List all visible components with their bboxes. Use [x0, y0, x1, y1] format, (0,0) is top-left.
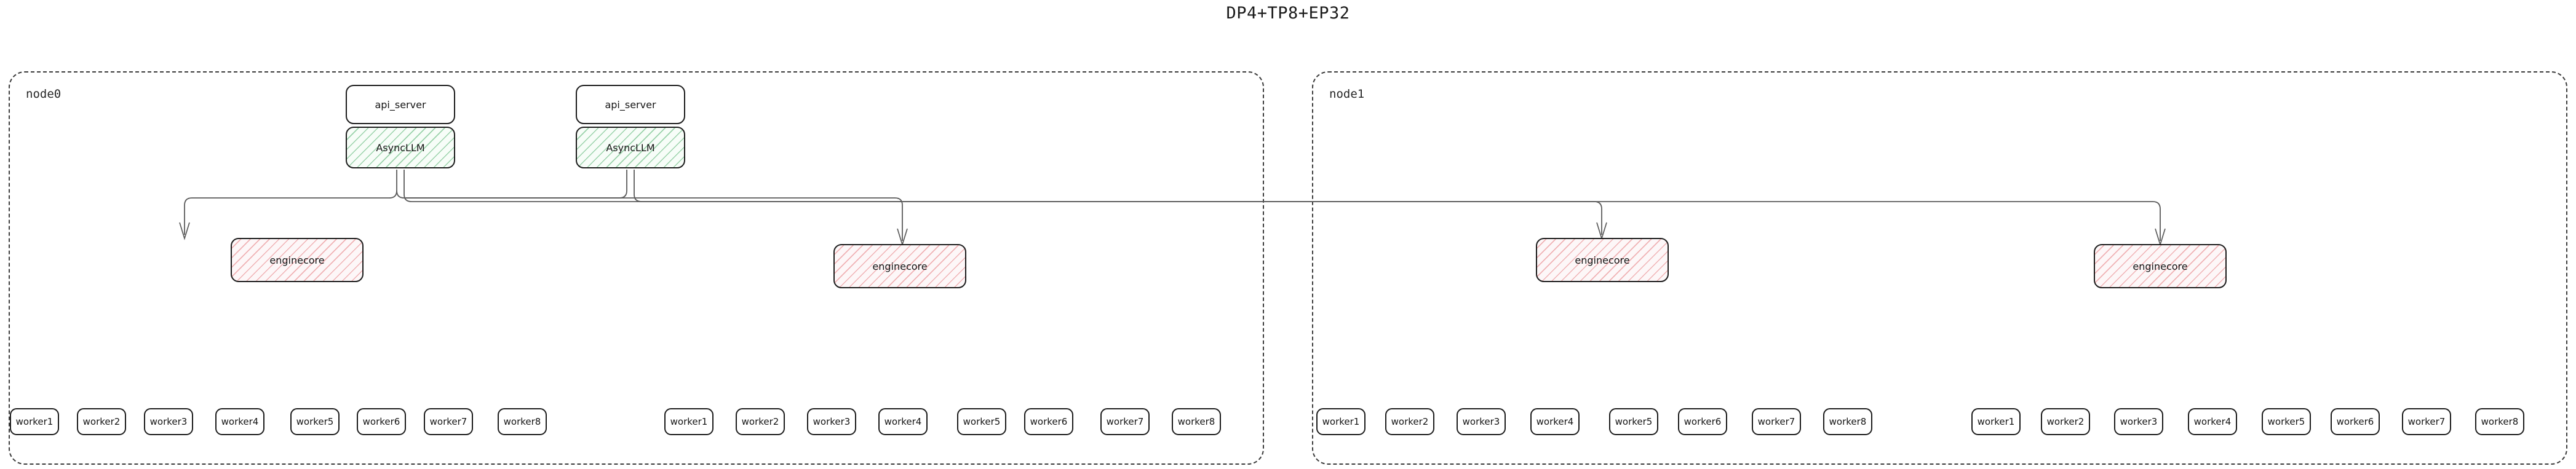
page-title: DP4+TP8+EP32 — [1226, 4, 1350, 23]
worker-label: worker8 — [503, 416, 541, 427]
worker-label: worker6 — [1030, 416, 1068, 427]
worker-label: worker8 — [1829, 416, 1867, 427]
worker-box[interactable]: worker8 — [498, 408, 547, 435]
worker-box[interactable]: worker4 — [1530, 408, 1580, 435]
worker-label: worker5 — [1615, 416, 1653, 427]
worker-label: worker1 — [15, 416, 54, 427]
worker-label: worker2 — [741, 416, 779, 427]
worker-box[interactable]: worker4 — [2188, 408, 2237, 435]
asyncllm-label-2: AsyncLLM — [606, 141, 655, 154]
worker-label: worker1 — [670, 416, 708, 427]
worker-label: worker5 — [963, 416, 1001, 427]
worker-box[interactable]: worker6 — [2331, 408, 2380, 435]
worker-box[interactable]: worker8 — [2475, 408, 2524, 435]
worker-box[interactable]: worker4 — [215, 408, 264, 435]
worker-box[interactable]: worker2 — [77, 408, 126, 435]
worker-label: worker2 — [1391, 416, 1429, 427]
worker-box[interactable]: worker1 — [664, 408, 714, 435]
worker-label: worker4 — [1536, 416, 1574, 427]
worker-label: worker7 — [1106, 416, 1144, 427]
api-server-label-1: api_server — [375, 98, 426, 111]
worker-box[interactable]: worker7 — [2402, 408, 2451, 435]
worker-label: worker3 — [813, 416, 851, 427]
worker-box[interactable]: worker7 — [1100, 408, 1150, 435]
api-server-box-1[interactable]: api_server — [346, 85, 455, 124]
worker-box[interactable]: worker8 — [1172, 408, 1221, 435]
worker-box[interactable]: worker3 — [1457, 408, 1506, 435]
worker-box[interactable]: worker7 — [1752, 408, 1801, 435]
worker-box[interactable]: worker2 — [2041, 408, 2090, 435]
worker-label: worker7 — [2407, 416, 2446, 427]
enginecore-label-2: enginecore — [872, 260, 928, 272]
worker-box[interactable]: worker6 — [1678, 408, 1727, 435]
worker-label: worker3 — [2120, 416, 2158, 427]
worker-label: worker3 — [149, 416, 188, 427]
worker-label: worker6 — [1684, 416, 1722, 427]
worker-label: worker8 — [2481, 416, 2519, 427]
worker-box[interactable]: worker2 — [1385, 408, 1434, 435]
enginecore-label-3: enginecore — [1575, 254, 1630, 266]
worker-label: worker1 — [1322, 416, 1360, 427]
node-container-node0 — [9, 71, 1264, 465]
worker-label: worker2 — [2046, 416, 2085, 427]
worker-label: worker5 — [296, 416, 334, 427]
node-label-node1: node1 — [1329, 87, 1365, 101]
worker-box[interactable]: worker5 — [1609, 408, 1658, 435]
worker-box[interactable]: worker1 — [1971, 408, 2021, 435]
worker-box[interactable]: worker6 — [357, 408, 406, 435]
worker-label: worker4 — [2193, 416, 2232, 427]
api-server-label-2: api_server — [605, 98, 656, 111]
worker-box[interactable]: worker5 — [957, 408, 1006, 435]
enginecore-box-1[interactable]: enginecore — [231, 238, 364, 282]
enginecore-box-2[interactable]: enginecore — [833, 244, 966, 288]
worker-box[interactable]: worker3 — [2114, 408, 2163, 435]
worker-label: worker2 — [82, 416, 121, 427]
worker-box[interactable]: worker3 — [807, 408, 856, 435]
node-container-node1 — [1312, 71, 2567, 465]
worker-box[interactable]: worker5 — [290, 408, 340, 435]
worker-label: worker4 — [884, 416, 922, 427]
worker-box[interactable]: worker2 — [736, 408, 785, 435]
worker-label: worker4 — [221, 416, 259, 427]
worker-label: worker7 — [429, 416, 467, 427]
enginecore-box-3[interactable]: enginecore — [1536, 238, 1669, 282]
enginecore-label-1: enginecore — [269, 254, 325, 266]
worker-label: worker3 — [1462, 416, 1500, 427]
api-server-box-2[interactable]: api_server — [576, 85, 685, 124]
worker-label: worker6 — [2336, 416, 2374, 427]
enginecore-box-4[interactable]: enginecore — [2094, 244, 2227, 288]
enginecore-label-4: enginecore — [2133, 260, 2188, 272]
worker-box[interactable]: worker5 — [2262, 408, 2311, 435]
worker-box[interactable]: worker3 — [144, 408, 193, 435]
worker-box[interactable]: worker4 — [878, 408, 928, 435]
worker-label: worker7 — [1757, 416, 1795, 427]
worker-box[interactable]: worker1 — [10, 408, 59, 435]
worker-label: worker8 — [1177, 416, 1215, 427]
worker-box[interactable]: worker1 — [1316, 408, 1366, 435]
asyncllm-box-2[interactable]: AsyncLLM — [576, 127, 685, 168]
worker-box[interactable]: worker6 — [1024, 408, 1073, 435]
worker-box[interactable]: worker8 — [1823, 408, 1872, 435]
worker-label: worker1 — [1977, 416, 2015, 427]
asyncllm-label-1: AsyncLLM — [376, 141, 425, 154]
node-label-node0: node0 — [26, 87, 62, 101]
worker-box[interactable]: worker7 — [424, 408, 473, 435]
worker-label: worker5 — [2267, 416, 2305, 427]
asyncllm-box-1[interactable]: AsyncLLM — [346, 127, 455, 168]
worker-label: worker6 — [362, 416, 400, 427]
